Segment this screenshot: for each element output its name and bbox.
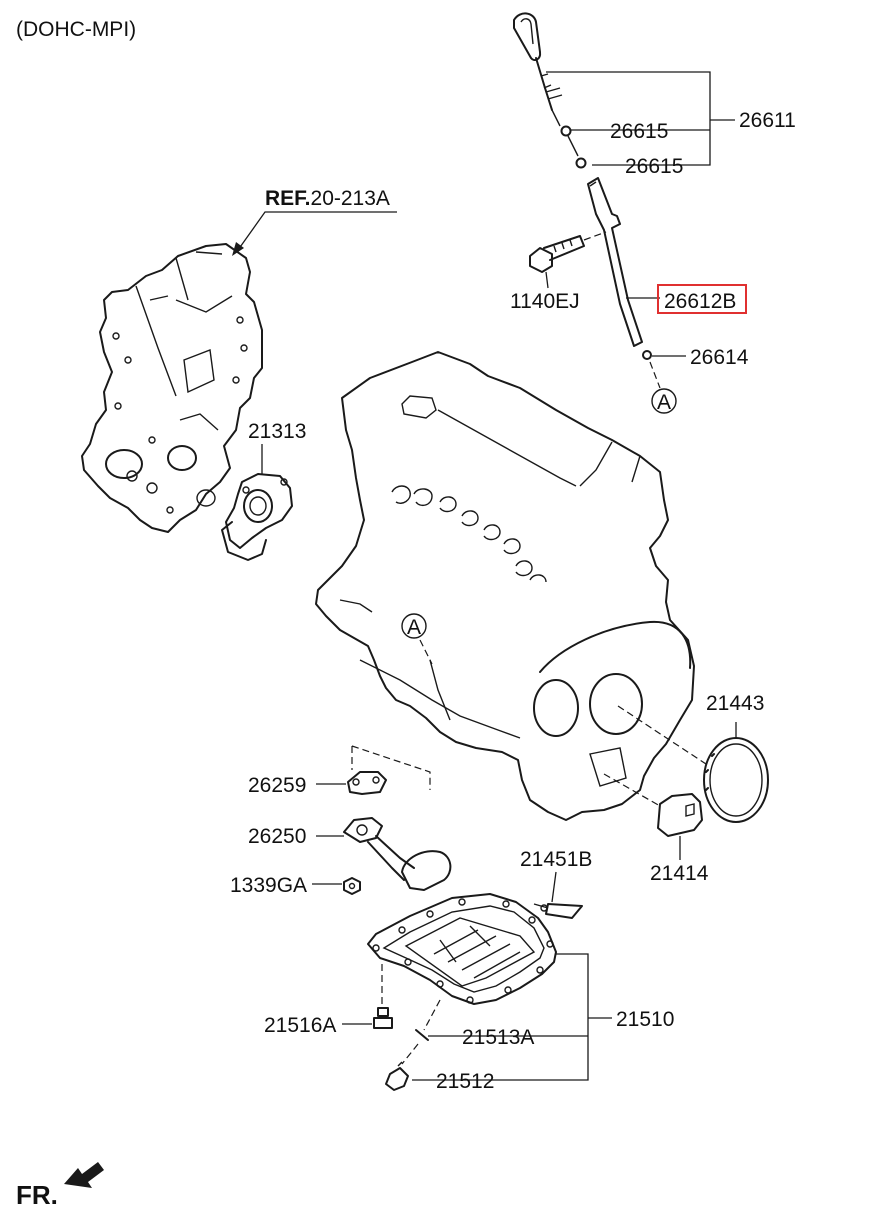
part-label-21313[interactable]: 21313: [248, 420, 306, 443]
dipstick-guide-tube[interactable]: [587, 177, 652, 360]
highlight-box-26612B: [657, 284, 747, 314]
drain-plug-21512[interactable]: [385, 1061, 409, 1091]
part-label-26611[interactable]: 26611: [739, 109, 796, 132]
part-label-26612B[interactable]: 26612B: [664, 290, 736, 313]
oil-pump-21313[interactable]: [221, 473, 293, 561]
engine-block[interactable]: [315, 351, 695, 821]
part-label-21510[interactable]: 21510: [616, 1008, 674, 1031]
variant-label: (DOHC-MPI): [16, 18, 136, 41]
part-label-26615-upper[interactable]: 26615: [610, 120, 668, 143]
part-label-21414[interactable]: 21414: [650, 862, 709, 885]
part-label-21512[interactable]: 21512: [436, 1070, 494, 1093]
part-label-26615-lower[interactable]: 26615: [625, 155, 683, 178]
sensor-21451B[interactable]: [533, 903, 583, 919]
part-label-21443[interactable]: 21443: [706, 692, 764, 715]
timing-chain-cover[interactable]: [81, 243, 263, 533]
oil-strainer-26250[interactable]: [343, 817, 452, 891]
front-label: FR.: [16, 1180, 58, 1210]
bolt-21516A[interactable]: [373, 964, 393, 1029]
marker-circle-a-top: [651, 388, 677, 414]
part-label-21516A[interactable]: 21516A: [264, 1014, 336, 1037]
part-label-21513A[interactable]: 21513A: [462, 1026, 534, 1049]
part-label-26250[interactable]: 26250: [248, 825, 306, 848]
part-label-1140EJ[interactable]: 1140EJ: [510, 290, 580, 313]
part-label-1339GA[interactable]: 1339GA: [230, 874, 307, 897]
reference-arrow-icon: [232, 242, 244, 256]
reference-label[interactable]: REF.20-213A: [265, 187, 390, 210]
dipstick-assembly[interactable]: [513, 12, 587, 169]
bolt-1140EJ[interactable]: [529, 235, 585, 273]
part-label-21451B[interactable]: 21451B: [520, 848, 592, 871]
marker-a-engine: A: [407, 616, 421, 639]
front-arrow-icon: [64, 1162, 104, 1188]
marker-a-top: A: [657, 391, 671, 414]
marker-circle-a-engine: [401, 613, 427, 639]
oil-pan-21510[interactable]: [367, 893, 557, 1005]
nut-1339GA[interactable]: [343, 877, 361, 895]
part-label-26259[interactable]: 26259: [248, 774, 306, 797]
part-label-26614[interactable]: 26614: [690, 346, 749, 369]
rear-oil-seal-21443[interactable]: [703, 737, 769, 823]
cover-21414[interactable]: [657, 793, 703, 837]
washer-21513A[interactable]: [415, 1029, 429, 1041]
gasket-26259[interactable]: [347, 771, 387, 795]
front-direction-indicator: FR.: [16, 1162, 104, 1210]
